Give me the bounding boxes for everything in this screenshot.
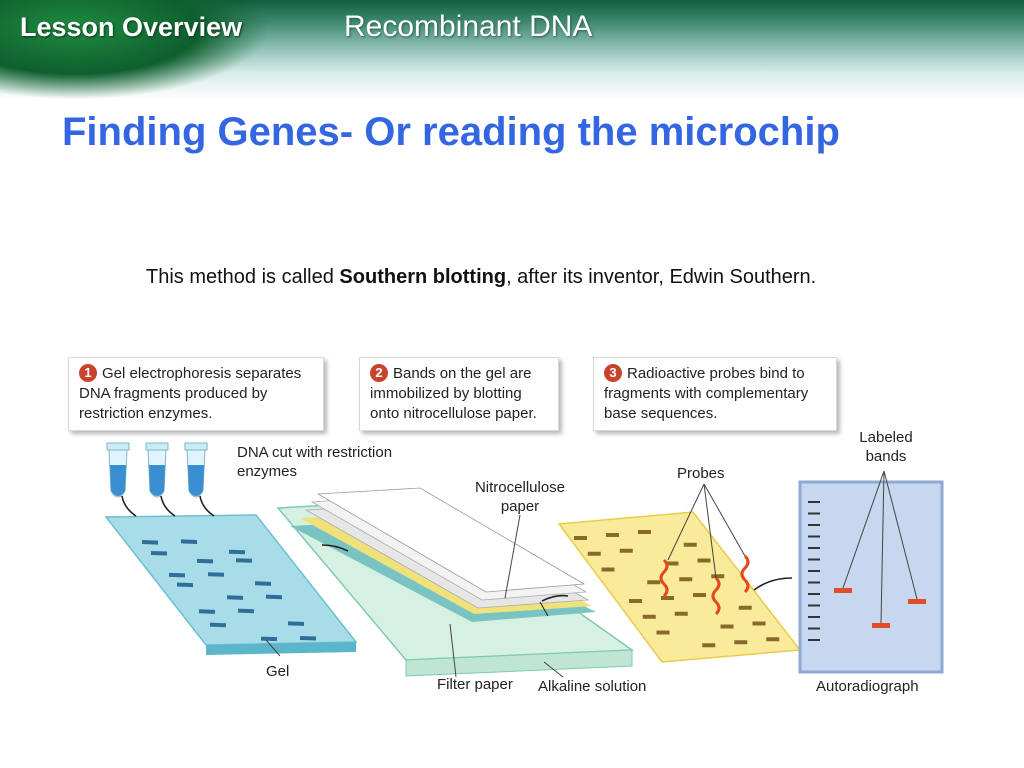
paper-band xyxy=(679,577,693,582)
paper-band xyxy=(734,640,748,645)
gel-band xyxy=(142,540,158,545)
step-2-number-icon: 2 xyxy=(370,364,388,382)
autoradiograph-label: Autoradiograph xyxy=(816,678,919,695)
paper-band xyxy=(674,611,688,616)
paper-band xyxy=(693,593,706,597)
step-3-text: Radioactive probes bind to fragments wit… xyxy=(604,365,809,422)
gel-band xyxy=(266,594,282,600)
gel-band xyxy=(208,572,224,577)
paper-band xyxy=(752,621,766,626)
paper-band xyxy=(720,624,734,629)
blotting-tray xyxy=(276,487,635,677)
header-leaf-graphic xyxy=(0,0,270,100)
body-text-bold: Southern blotting xyxy=(339,266,507,288)
test-tubes xyxy=(106,442,215,517)
lesson-overview-label: Lesson Overview xyxy=(20,12,243,42)
autoradiograph-ladder xyxy=(808,501,820,641)
gel-band xyxy=(177,582,193,588)
paper-band xyxy=(656,630,670,635)
gel-band xyxy=(210,622,226,628)
paper-band xyxy=(619,548,633,553)
gel-band xyxy=(236,558,252,563)
probe-squiggles xyxy=(659,554,750,616)
paper-band xyxy=(606,533,619,537)
probes-label: Probes xyxy=(677,465,725,482)
nitrocellulose-label: Nitrocellulose paper xyxy=(474,479,566,515)
paper-bands xyxy=(574,530,780,648)
paper-band xyxy=(738,605,752,610)
labeled-bands-label: Labeled bands xyxy=(859,429,913,465)
paper-band xyxy=(665,561,679,566)
paper-band xyxy=(711,574,725,579)
gel-band xyxy=(197,558,213,564)
step-1-text: Gel electrophoresis separates DNA fragme… xyxy=(79,365,302,422)
paper-band xyxy=(574,536,587,540)
body-text-post: , after its inventor, Edwin Southern. xyxy=(506,266,817,288)
gel-slab xyxy=(104,514,358,655)
gel-bands xyxy=(142,539,316,642)
slide-header: Lesson Overview Recombinant DNA xyxy=(0,0,1024,100)
paper-band xyxy=(702,643,716,648)
body-text: This method is called Southern blotting,… xyxy=(146,262,906,293)
paper-band xyxy=(697,558,711,563)
paper-band xyxy=(683,542,697,547)
gel-band xyxy=(227,595,243,600)
paper-band xyxy=(601,567,615,572)
step-3-number-icon: 3 xyxy=(604,364,622,382)
paper-band xyxy=(587,551,601,556)
gel-band xyxy=(238,608,254,614)
gel-band xyxy=(261,636,277,642)
topic-title: Recombinant DNA xyxy=(344,10,593,43)
gel-band xyxy=(181,539,197,544)
alkaline-solution-label: Alkaline solution xyxy=(538,678,647,695)
nitrocellulose-sheet xyxy=(557,483,802,663)
gel-band xyxy=(300,635,316,641)
slide-title: Finding Genes- Or reading the microchip xyxy=(62,110,840,154)
gel-band xyxy=(229,549,245,555)
body-text-pre: This method is called xyxy=(146,266,340,288)
paper-band xyxy=(642,614,656,619)
gel-band xyxy=(151,550,167,556)
gel-label: Gel xyxy=(266,663,290,680)
gel-band xyxy=(288,621,304,626)
autoradiograph-panel xyxy=(798,470,944,674)
step-2-text: Bands on the gel are immobilized by blot… xyxy=(370,365,537,422)
paper-band xyxy=(661,596,674,600)
gel-band xyxy=(169,572,185,578)
gel-band xyxy=(199,609,215,614)
filter-paper-label: Filter paper xyxy=(437,676,513,693)
dna-cut-label: DNA cut with restriction enzymes xyxy=(237,444,393,480)
paper-band xyxy=(629,599,642,603)
paper-band xyxy=(766,637,780,642)
paper-band xyxy=(647,580,661,585)
gel-band xyxy=(255,581,271,586)
paper-band xyxy=(638,530,651,534)
step-1-number-icon: 1 xyxy=(79,364,97,382)
